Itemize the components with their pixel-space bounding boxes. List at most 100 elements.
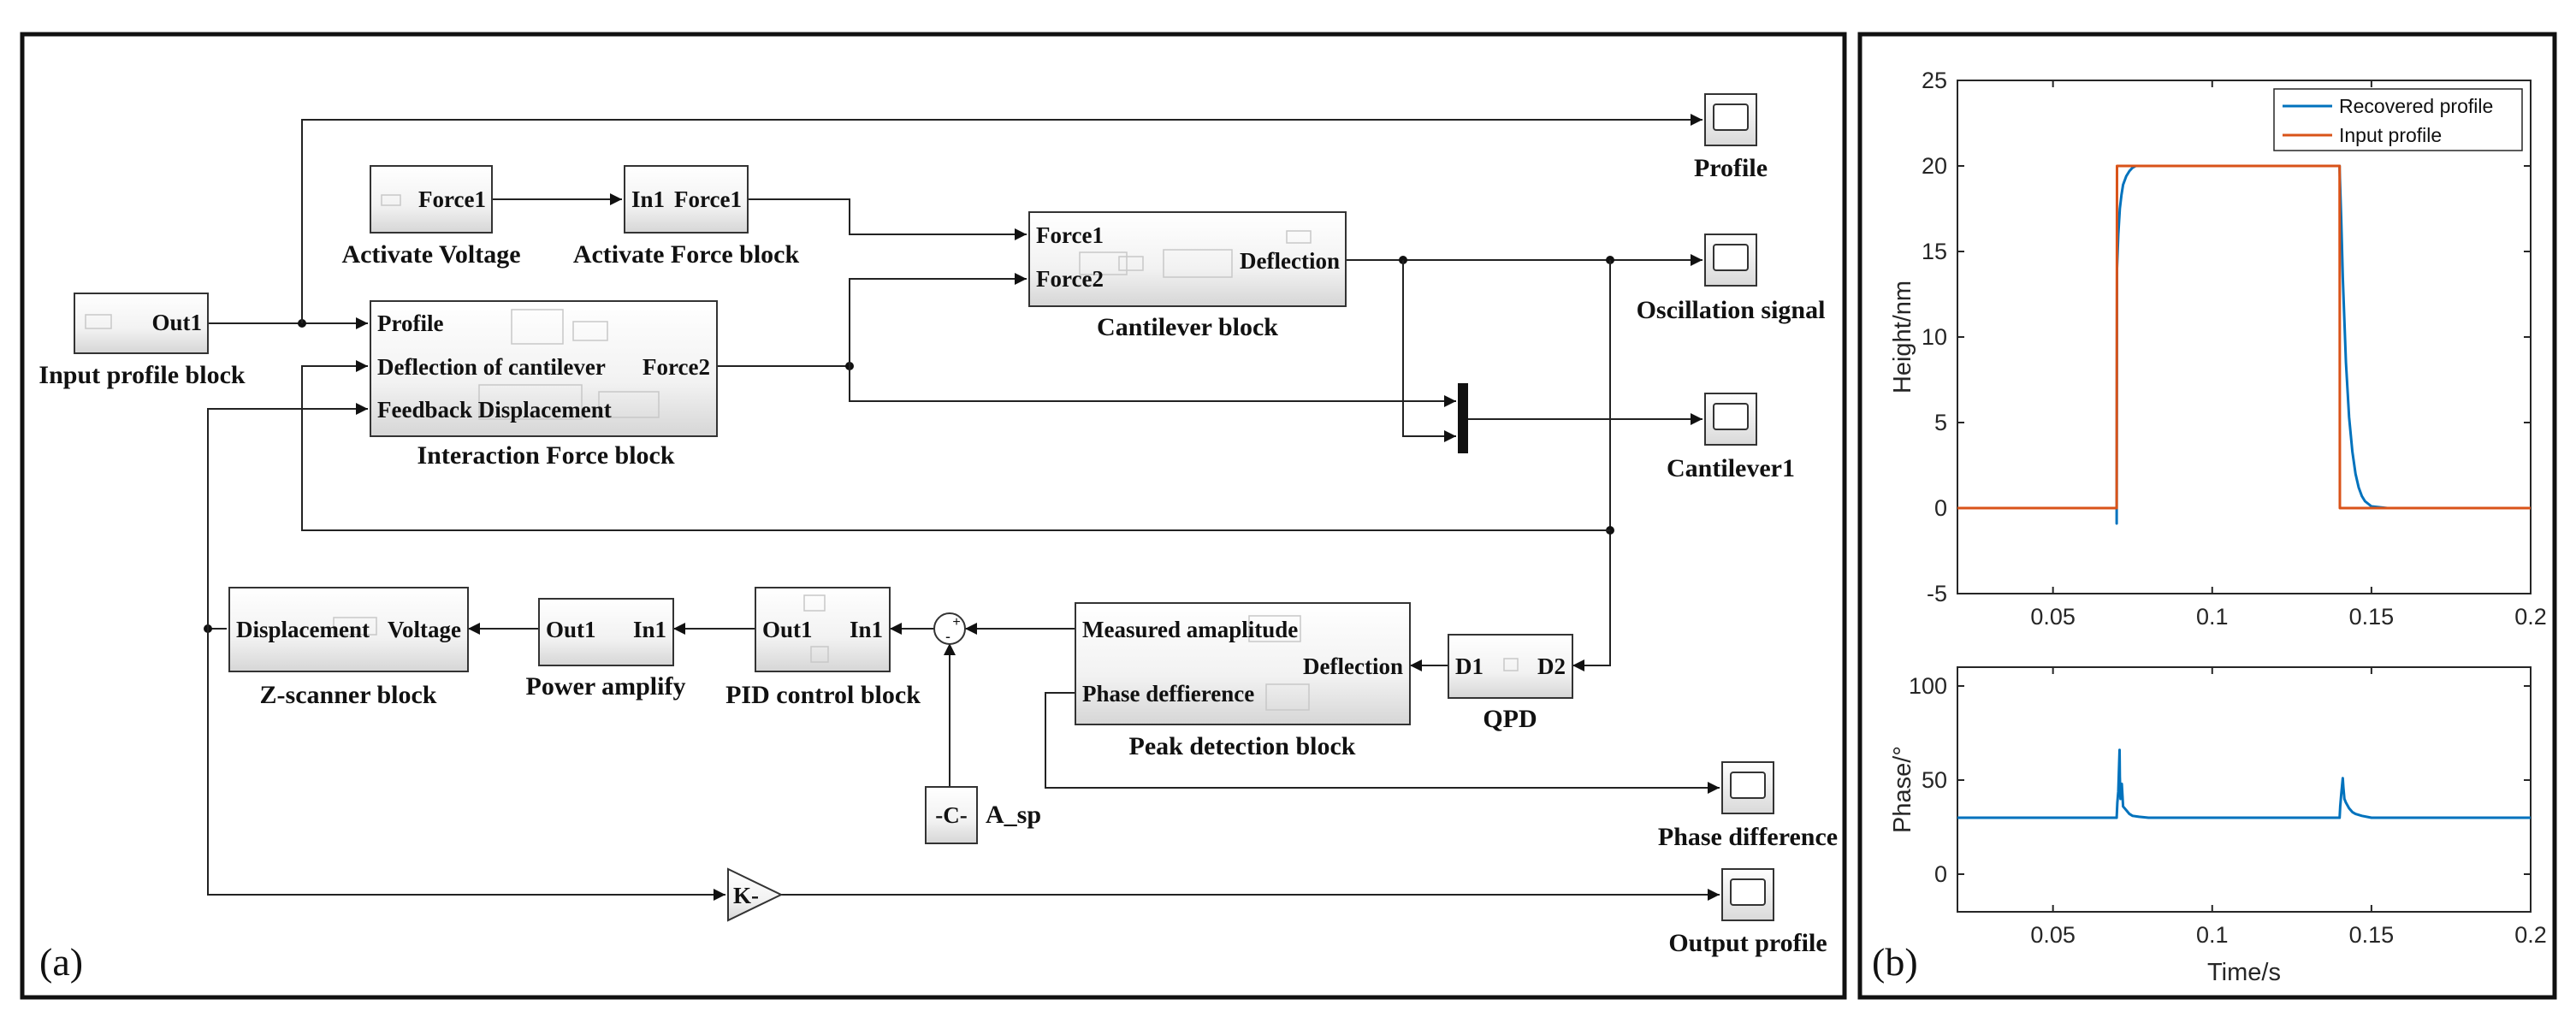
phase-xtick-label: 0.2 (2514, 922, 2547, 948)
scope-profile[interactable]: Profile (1694, 93, 1768, 182)
z-scanner-caption: Z-scanner block (260, 681, 437, 709)
scope-oscillation-label: Oscillation signal (1637, 296, 1826, 324)
interaction-force2-port: Force2 (643, 354, 710, 380)
height-plot-series (1957, 164, 2531, 525)
scope-phase-difference[interactable]: Phase difference (1658, 761, 1838, 851)
height-ytick-label: 0 (1934, 495, 1947, 521)
height-ytick-label: 5 (1934, 410, 1947, 435)
gain-block[interactable]: K- (727, 867, 784, 922)
scope-profile-label: Profile (1694, 154, 1768, 182)
activate-force-out-port: Force1 (674, 186, 742, 212)
height-plot-ticks: 0.05 0.1 0.15 0.2 -5 0 5 10 15 20 25 (1922, 68, 2547, 630)
sum-plus-sign: + (952, 615, 960, 630)
qpd-caption: QPD (1483, 705, 1537, 733)
panel-a-frame (20, 32, 1847, 1000)
input-profile-out-port: Out1 (151, 310, 202, 335)
height-xtick-label: 0.05 (2030, 604, 2076, 630)
phase-xtick-label: 0.05 (2030, 922, 2076, 948)
cantilever-caption: Cantilever block (1097, 313, 1278, 341)
phase-series-line-0 (1957, 748, 2531, 819)
activate-voltage-block[interactable]: Force1 Activate Voltage (341, 165, 521, 269)
height-plot-axes-box (1957, 80, 2532, 594)
height-xtick-label: 0.15 (2349, 604, 2395, 630)
power-amplify-out-port: Out1 (546, 617, 596, 642)
activate-voltage-caption: Activate Voltage (341, 240, 520, 269)
panel-b-plots: 0.05 0.1 0.15 0.2 -5 0 5 10 15 20 25 Height/nm Rec… (1857, 32, 2557, 1000)
activate-force-caption: Activate Force block (573, 240, 800, 269)
qpd-d2-port: D2 (1537, 653, 1566, 679)
constant-block[interactable]: -C- A_sp (925, 786, 1041, 844)
activate-force-in-port: In1 (631, 186, 665, 212)
panel-a-label: (a) (39, 940, 83, 984)
scope-output-profile[interactable]: Output profile (1668, 868, 1827, 957)
height-xtick-label: 0.2 (2514, 604, 2547, 630)
activate-force-block[interactable]: In1 Force1 Activate Force block (573, 165, 800, 269)
panel-a-diagram: Out1 Input profile block Force1 Activate… (20, 32, 1847, 1000)
legend-input-label: Input profile (2339, 124, 2442, 146)
phase-plot-ylabel: Phase/° (1889, 746, 1916, 833)
phase-xtick-label: 0.1 (2196, 922, 2229, 948)
input-profile-block[interactable]: Out1 Input profile block (38, 293, 246, 389)
height-ytick-label: -5 (1927, 581, 1947, 606)
scope-output-profile-label: Output profile (1668, 929, 1827, 957)
z-scanner-block[interactable]: Displacement Voltage Z-scanner block (228, 587, 469, 709)
panel-b-frame (1857, 32, 2557, 1000)
peak-detection-caption: Peak detection block (1129, 732, 1356, 760)
signal-wires (204, 114, 1720, 901)
mux-block[interactable] (1458, 383, 1468, 453)
interaction-feedback-port: Feedback Displacement (377, 397, 612, 423)
phase-xtick-label: 0.15 (2349, 922, 2395, 948)
height-plot: 0.05 0.1 0.15 0.2 -5 0 5 10 15 20 25 Height/nm Rec… (1889, 68, 2547, 630)
z-scanner-voltage-port: Voltage (388, 617, 461, 642)
legend-recovered-label: Recovered profile (2339, 95, 2493, 117)
scope-cantilever1-label: Cantilever1 (1667, 454, 1795, 482)
pid-block[interactable]: Out1 In1 PID control block (725, 587, 921, 709)
pid-in-port: In1 (850, 617, 883, 642)
sum-block[interactable]: + - (933, 612, 966, 645)
panel-b-label: (b) (1872, 940, 1918, 984)
height-ytick-label: 25 (1922, 68, 1947, 93)
scope-cantilever1[interactable]: Cantilever1 (1667, 393, 1795, 482)
height-plot-legend: Recovered profile Input profile (2273, 88, 2523, 151)
interaction-deflection-port: Deflection of cantilever (377, 354, 606, 380)
height-plot-ylabel: Height/nm (1889, 281, 1916, 393)
power-amplify-in-port: In1 (633, 617, 666, 642)
scope-oscillation[interactable]: Oscillation signal (1637, 234, 1826, 324)
activate-voltage-out-port: Force1 (418, 186, 486, 212)
height-ytick-label: 20 (1922, 153, 1947, 179)
phase-plot-axes-box (1957, 666, 2532, 913)
height-xtick-label: 0.1 (2196, 604, 2229, 630)
scope-phase-difference-label: Phase difference (1658, 823, 1838, 851)
input-profile-caption: Input profile block (38, 361, 245, 389)
cantilever-block[interactable]: Force1 Force2 Deflection Cantilever bloc… (1028, 211, 1347, 341)
power-amplify-block[interactable]: Out1 In1 Power amplify (526, 598, 686, 701)
interaction-profile-port: Profile (377, 310, 443, 336)
height-ytick-label: 15 (1922, 239, 1947, 264)
phase-ytick-label: 0 (1934, 861, 1947, 887)
gain-value: K- (733, 883, 759, 908)
height-ytick-label: 10 (1922, 324, 1947, 350)
cantilever-deflection-port: Deflection (1240, 248, 1340, 274)
phase-plot-xlabel: Time/s (2207, 959, 2281, 986)
height-series-line-1 (1957, 164, 2531, 510)
peak-phase-port: Phase deffierence (1082, 681, 1254, 707)
phase-ytick-label: 100 (1909, 673, 1947, 699)
pid-caption: PID control block (725, 681, 921, 709)
cantilever-force2-port: Force2 (1036, 266, 1104, 292)
cantilever-force1-port: Force1 (1036, 222, 1104, 248)
phase-ytick-label: 50 (1922, 767, 1947, 793)
z-scanner-displacement-port: Displacement (236, 617, 370, 642)
interaction-force-caption: Interaction Force block (417, 441, 674, 470)
constant-value: -C- (935, 802, 967, 828)
sum-minus-sign: - (945, 628, 950, 645)
power-amplify-caption: Power amplify (526, 672, 686, 701)
qpd-block[interactable]: D1 D2 QPD (1448, 634, 1573, 733)
constant-caption: A_sp (986, 801, 1041, 829)
peak-deflection-port: Deflection (1303, 653, 1403, 679)
pid-out-port: Out1 (762, 617, 813, 642)
phase-plot: 0.05 0.1 0.15 0.2 0 50 100 Phase/° Time/s (1889, 666, 2547, 986)
peak-detection-block[interactable]: Measured amaplitude Phase deffierence De… (1075, 602, 1411, 760)
peak-measured-port: Measured amaplitude (1082, 617, 1298, 642)
interaction-force-block[interactable]: Profile Deflection of cantilever Feedbac… (370, 300, 718, 470)
